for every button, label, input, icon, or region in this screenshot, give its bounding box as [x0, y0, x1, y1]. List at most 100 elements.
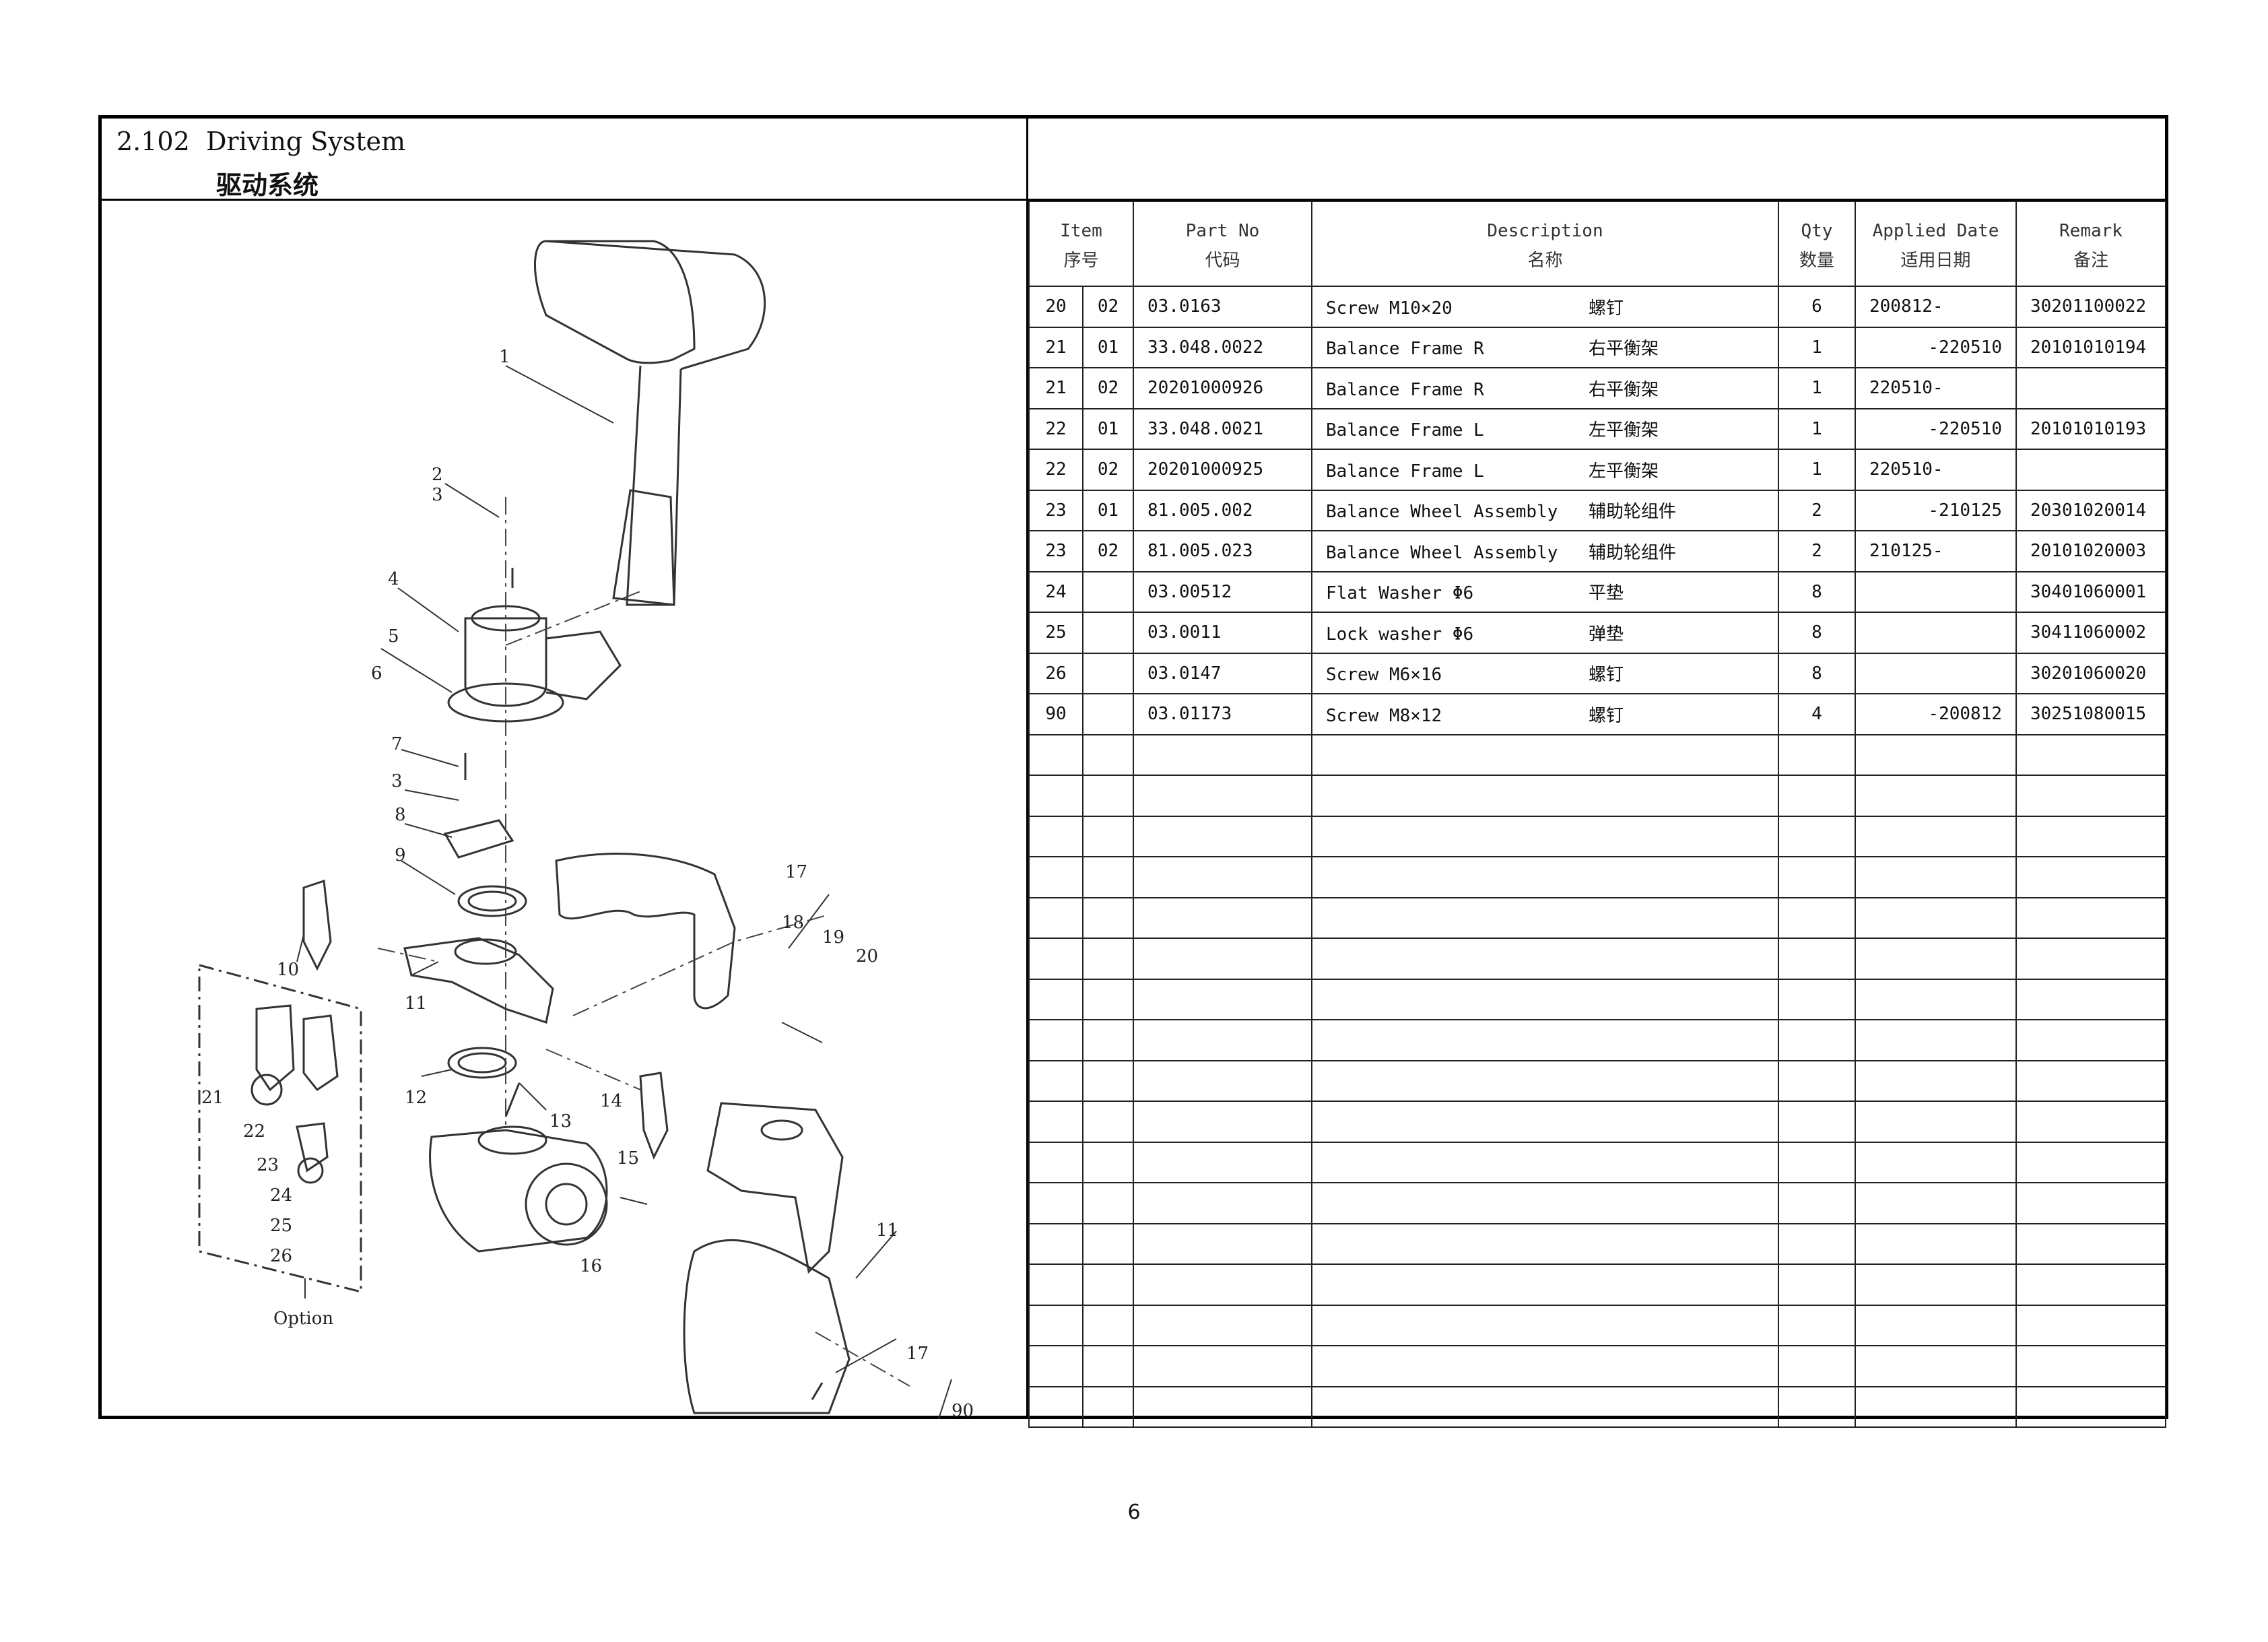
empty-cell	[1778, 1263, 1856, 1306]
empty-table-row	[1028, 1059, 2166, 1102]
callout-3b: 3	[391, 771, 403, 791]
applied-date: -220510	[1855, 326, 2017, 368]
empty-cell	[1311, 1101, 1779, 1143]
empty-cell	[1133, 775, 1312, 817]
applied-date: 200812-	[1855, 286, 2017, 328]
empty-cell	[1028, 1019, 1083, 1061]
empty-cell	[1311, 815, 1779, 857]
applied-date: -220510	[1855, 407, 2017, 450]
description-zh: 右平衡架	[1589, 379, 1659, 400]
empty-cell	[1778, 1385, 1856, 1428]
empty-cell	[1028, 938, 1083, 980]
empty-cell	[1311, 1304, 1779, 1346]
frame-part	[403, 937, 554, 1024]
callout-18: 18	[782, 913, 804, 933]
empty-cell	[2015, 1141, 2166, 1183]
description-en: Lock washer Φ6	[1326, 624, 1474, 645]
description-en: Screw M8×12	[1326, 705, 1442, 726]
empty-cell	[1028, 1345, 1083, 1387]
item-sub-number: 01	[1082, 489, 1134, 531]
item-number: 25	[1028, 612, 1083, 654]
gearbox-part	[429, 1129, 608, 1253]
empty-cell	[1855, 775, 2017, 817]
empty-cell	[2015, 1304, 2166, 1346]
callout-1: 1	[499, 347, 510, 367]
empty-cell	[1133, 1263, 1312, 1306]
empty-cell	[2015, 1385, 2166, 1428]
callout-8: 8	[395, 805, 406, 825]
section-title-cell: 2.102 Driving System 驱动系统	[102, 119, 1028, 201]
quantity: 8	[1778, 612, 1856, 654]
empty-cell	[1133, 1385, 1312, 1428]
empty-cell	[1855, 1182, 2017, 1224]
col-qty-zh: 数量	[1778, 244, 1856, 287]
empty-table-row	[1028, 1263, 2166, 1306]
empty-cell	[1778, 1019, 1856, 1061]
callout-17: 17	[785, 862, 807, 882]
applied-date: -200812	[1855, 693, 2017, 735]
empty-cell	[1855, 1059, 2017, 1102]
col-item-en: Item	[1028, 201, 1134, 244]
description-en: Flat Washer Φ6	[1326, 583, 1474, 604]
quantity: 1	[1778, 326, 1856, 368]
empty-cell	[1133, 1345, 1312, 1387]
empty-cell	[1133, 1101, 1312, 1143]
empty-cell	[1311, 896, 1779, 939]
empty-cell	[1778, 733, 1856, 776]
empty-cell	[1028, 733, 1083, 776]
empty-cell	[1028, 1101, 1083, 1143]
callout-15: 15	[617, 1148, 639, 1169]
part-number: 81.005.002	[1133, 489, 1312, 531]
item-number: 21	[1028, 367, 1083, 409]
empty-cell	[1028, 815, 1083, 857]
callout-4: 4	[388, 569, 399, 589]
description-en: Screw M10×20	[1326, 298, 1453, 319]
empty-cell	[1778, 978, 1856, 1020]
item-sub-number	[1082, 570, 1134, 613]
empty-cell	[1311, 1019, 1779, 1061]
empty-table-row	[1028, 1182, 2166, 1224]
callout-24: 24	[270, 1185, 292, 1206]
empty-cell	[1082, 1059, 1134, 1102]
applied-date	[1855, 652, 2017, 694]
empty-cell	[2015, 775, 2166, 817]
empty-cell	[1082, 1182, 1134, 1224]
remark: 30201100022	[2015, 286, 2166, 328]
empty-cell	[1082, 1345, 1134, 1387]
remark: 30401060001	[2015, 570, 2166, 613]
description-zh: 辅助轮组件	[1589, 502, 1677, 523]
part-number: 20201000926	[1133, 367, 1312, 409]
empty-cell	[1082, 1222, 1134, 1265]
part-number: 20201000925	[1133, 449, 1312, 491]
empty-cell	[2015, 1019, 2166, 1061]
callout-23: 23	[257, 1155, 279, 1175]
empty-cell	[1133, 856, 1312, 898]
empty-cell	[1855, 1222, 2017, 1265]
empty-cell	[1311, 733, 1779, 776]
quantity: 1	[1778, 449, 1856, 491]
empty-cell	[1311, 1263, 1779, 1306]
empty-cell	[1778, 938, 1856, 980]
remark: 30411060002	[2015, 612, 2166, 654]
empty-cell	[1311, 1182, 1779, 1224]
remark: 20101020003	[2015, 530, 2166, 572]
quantity: 2	[1778, 530, 1856, 572]
quantity: 1	[1778, 407, 1856, 450]
option-label: Option	[273, 1309, 333, 1329]
empty-cell	[2015, 1222, 2166, 1265]
empty-cell	[2015, 896, 2166, 939]
callout-9: 9	[395, 845, 406, 865]
empty-cell	[2015, 1101, 2166, 1143]
callout-21: 21	[201, 1088, 224, 1108]
empty-cell	[1311, 1059, 1779, 1102]
empty-cell	[1855, 978, 2017, 1020]
empty-table-row	[1028, 896, 2166, 939]
description-en: Balance Frame R	[1326, 339, 1484, 360]
